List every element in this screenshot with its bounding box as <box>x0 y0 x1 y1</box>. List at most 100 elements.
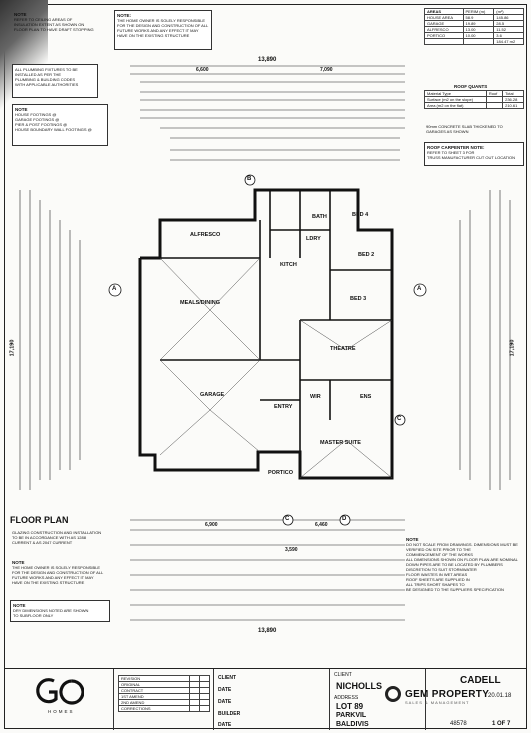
dim-overall-bottom: 13,890 <box>258 628 277 634</box>
glazing-note: GLAZING CONSTRUCTION AND INSTALLATION TO… <box>10 528 110 554</box>
note-plumbing: ALL PLUMBING FIXTURES TO BE INSTALLED AS… <box>12 64 98 98</box>
room-theatre: THEATRE <box>330 346 356 352</box>
dim-bottom-c: 3,590 <box>285 547 298 553</box>
table-row: Area (m2 on the flat)210.61 <box>424 102 524 109</box>
callout-a-right: A <box>417 286 422 292</box>
roof-line <box>299 439 347 479</box>
note-line: 90mm CONCRETE SLAB THICKENED TO GARAGES … <box>426 124 503 134</box>
suburb-name: BALDIVIS <box>336 721 369 728</box>
section-marker <box>413 283 427 297</box>
roof-line <box>159 257 211 311</box>
note-line: REFER TO SHEET 3 FOR <box>427 150 475 155</box>
floor-plan-title: FLOOR PLAN <box>10 515 69 525</box>
note-line: TO BE IN ACCORDANCE WITH AS 1288 <box>12 535 86 540</box>
note-title: NOTE <box>13 603 26 608</box>
agency-stamp: GEM PROPERTY <box>385 686 489 702</box>
design-name: CADELL <box>460 675 501 686</box>
revision-cell: REVISION ORIGINAL CONTRACT 1ST AMEND 2ND… <box>114 669 214 730</box>
roof-line <box>159 409 211 456</box>
street-name: PARKVIL <box>336 712 367 719</box>
client-cell: CLIENT NICHOLLS ADDRESS LOT 89 PARKVIL B… <box>330 669 426 730</box>
roof-line <box>299 319 347 351</box>
section-marker <box>108 283 122 297</box>
note-line: DOWN PIPES ARE TO BE LOCATED BY PLUMBERS <box>406 562 503 567</box>
sheet-number: 1 OF 7 <box>492 721 511 727</box>
note-line: ALL DIMENSIONS SHOWN ON FLOOR PLAN ARE N… <box>406 557 518 562</box>
section-marker <box>394 414 406 426</box>
signoff-client-label: CLIENT <box>218 675 237 681</box>
room-entry: ENTRY <box>274 404 293 410</box>
agency-subtitle: SALES & MANAGEMENT <box>405 700 470 705</box>
callout-a-left: A <box>112 286 117 292</box>
note-line: INSULATION EXTENT AS SHOWN ON <box>14 22 85 27</box>
dim-top-left: 6,600 <box>196 67 209 73</box>
note-line: WITH APPLICABLE AUTHORITIES <box>15 82 79 87</box>
callout-c-mid: C <box>285 516 290 522</box>
note-line: DO NOT SCALE FROM DRAWINGS. DIMENSIONS M… <box>406 542 518 547</box>
client-label: CLIENT <box>334 672 352 678</box>
signoff-date-label-2: DATE <box>218 699 232 705</box>
note-line: THE HOME OWNER IS SOLELY RESPONSIBLE <box>12 565 101 570</box>
note-line: ROOF SHEETS ARE SUPPLIED IN <box>406 577 470 582</box>
section-marker <box>339 514 351 526</box>
table-row: CORRECTIONS <box>118 705 211 712</box>
table-cell <box>485 102 504 109</box>
dim-side-left: 17,190 <box>9 339 16 357</box>
note-line: GLAZING CONSTRUCTION AND INSTALLATION <box>12 530 102 535</box>
room-bed4: BED 4 <box>352 212 369 218</box>
company-logo-icon <box>36 678 84 705</box>
job-number: 48578 <box>450 721 467 727</box>
note-line: FUTURE WORKS AND ANY EFFECT IT MAY <box>12 575 94 580</box>
room-ens: ENS <box>360 394 372 400</box>
section-marker <box>282 514 294 526</box>
note-title: NOTE <box>12 560 25 565</box>
note-carpenter: ROOF CARPENTER NOTE: REFER TO SHEET 3 FO… <box>424 142 524 166</box>
room-ldry: LDRY <box>306 236 321 242</box>
company-name: HOMES <box>48 709 75 714</box>
note-line: HOUSE BOUNDARY WALL FOOTINGS @ <box>15 127 92 132</box>
roof-line <box>345 439 393 479</box>
note-line: TRUSS MANUFACTURER CUT OUT LOCATION <box>427 155 516 160</box>
dim-bottom-b: 6,460 <box>315 522 328 528</box>
note-title: NOTE: <box>117 13 131 18</box>
outer-wall <box>138 188 394 480</box>
table-cell <box>198 705 211 712</box>
room-kitchen: KITCH <box>280 262 297 268</box>
table-cell <box>188 705 200 712</box>
note-line: CURRENT & AS 2047 CURRENT <box>12 540 73 545</box>
note-line: FOR THE DESIGN AND CONSTRUCTION OF ALL <box>12 570 104 575</box>
note-line: PLUMBING & BUILDING CODES <box>15 77 76 82</box>
dim-side-right: 17,190 <box>509 339 516 357</box>
logo-cell: HOMES <box>4 669 114 730</box>
note-line: BE DESIGNED TO THE SUPPLIERS SPECIFICATI… <box>406 587 504 592</box>
note-right: NOTE DO NOT SCALE FROM DRAWINGS. DIMENSI… <box>404 535 522 627</box>
note-title: NOTE <box>14 12 27 17</box>
note-line: HAVE ON THE EXISTING STRUCTURE <box>12 580 85 585</box>
section-marker <box>244 174 256 186</box>
note-line: DISCRETION TO SUIT STORMWATER <box>406 567 477 572</box>
signoff-cell: CLIENT DATE DATE BUILDER DATE <box>214 669 330 730</box>
note-line: HOUSE FOOTINGS @ <box>15 112 57 117</box>
room-portico: PORTICO <box>268 470 294 476</box>
note-concrete: 90mm CONCRETE SLAB THICKENED TO GARAGES … <box>424 122 524 136</box>
note-line: FLOOR PLAN TO HAVE DRAFT STOPPING <box>14 27 94 32</box>
agency-logo-icon <box>385 686 401 702</box>
callout-c-right: C <box>397 416 402 422</box>
note-line: VERIFIED ON SITE PRIOR TO THE <box>406 547 471 552</box>
note-title: NOTE <box>406 537 419 542</box>
room-wir: WIR <box>310 394 321 400</box>
note-line: ALL TRIPS SHORT SHAPES TO <box>406 582 465 587</box>
note-bottom-owner: NOTE THE HOME OWNER IS SOLELY RESPONSIBL… <box>10 558 110 594</box>
roof-line <box>345 319 393 351</box>
client-name: NICHOLLS <box>336 681 382 691</box>
revision-table: REVISION ORIGINAL CONTRACT 1ST AMEND 2ND… <box>118 675 211 712</box>
signoff-date-label: DATE <box>218 687 232 693</box>
note-line: DRY DIMENSIONS NOTED ARE SHOWN <box>13 608 89 613</box>
note-footings: NOTE HOUSE FOOTINGS @ GARAGE FOOTINGS @ … <box>12 104 108 146</box>
note-line: GARAGE FOOTINGS @ <box>15 117 60 122</box>
roof-line <box>209 309 261 361</box>
note-line: PIER & POST FOOTINGS @ <box>15 122 68 127</box>
roof-line <box>209 257 261 311</box>
title-block: HOMES REVISION ORIGINAL CONTRACT 1ST AME… <box>4 668 527 730</box>
